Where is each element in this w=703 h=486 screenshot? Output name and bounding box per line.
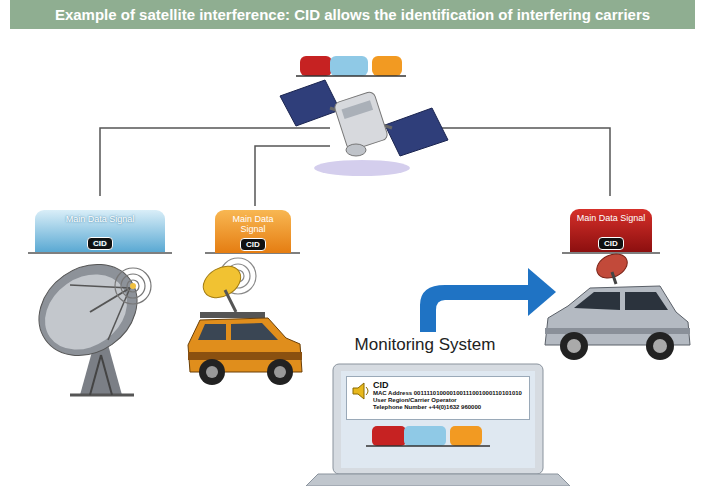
- system-label: Monitoring System: [340, 335, 510, 355]
- sound-wave: [366, 387, 368, 395]
- signal-carrier: Main Data SignalCID: [35, 210, 165, 252]
- node-heading: CID: [373, 380, 524, 390]
- node-heading: Main Data Signal: [219, 214, 287, 234]
- cid-tag: CID: [240, 238, 266, 251]
- ground-dish: [21, 246, 154, 395]
- cid-tag: CID: [87, 237, 113, 250]
- cid-tag: CID: [598, 237, 624, 250]
- uplink-truck: [188, 258, 302, 385]
- baseline: [28, 252, 660, 253]
- satellite: [280, 80, 448, 176]
- node-heading: CID: [93, 239, 107, 248]
- node-heading: CID: [604, 239, 618, 248]
- carrier-spectrum: [296, 56, 406, 76]
- signal-carrier: Main Data SignalCID: [570, 209, 652, 252]
- speaker-icon: [351, 381, 371, 401]
- interfering-vehicle: [545, 249, 690, 360]
- node-detail: User Region/Carrier Operator: [373, 397, 524, 404]
- node-detail: MAC Address 0011110100001001110010001101…: [373, 390, 524, 397]
- cid-readout: CIDMAC Address 0011110100001001110010001…: [346, 376, 530, 420]
- node-detail: Telephone Number +44(0)1632 960000: [373, 404, 524, 411]
- node-heading: Main Data Signal: [574, 213, 648, 223]
- speaker-shape: [353, 383, 364, 399]
- direction-arrow: [420, 268, 556, 332]
- node-heading: Main Data Signal: [39, 214, 161, 224]
- laptop: [306, 364, 570, 486]
- title-text: Example of satellite interference: CID a…: [55, 6, 650, 23]
- signal-carrier: Main Data SignalCID: [215, 210, 291, 253]
- title-band: Example of satellite interference: CID a…: [10, 0, 695, 29]
- node-heading: CID: [246, 240, 260, 249]
